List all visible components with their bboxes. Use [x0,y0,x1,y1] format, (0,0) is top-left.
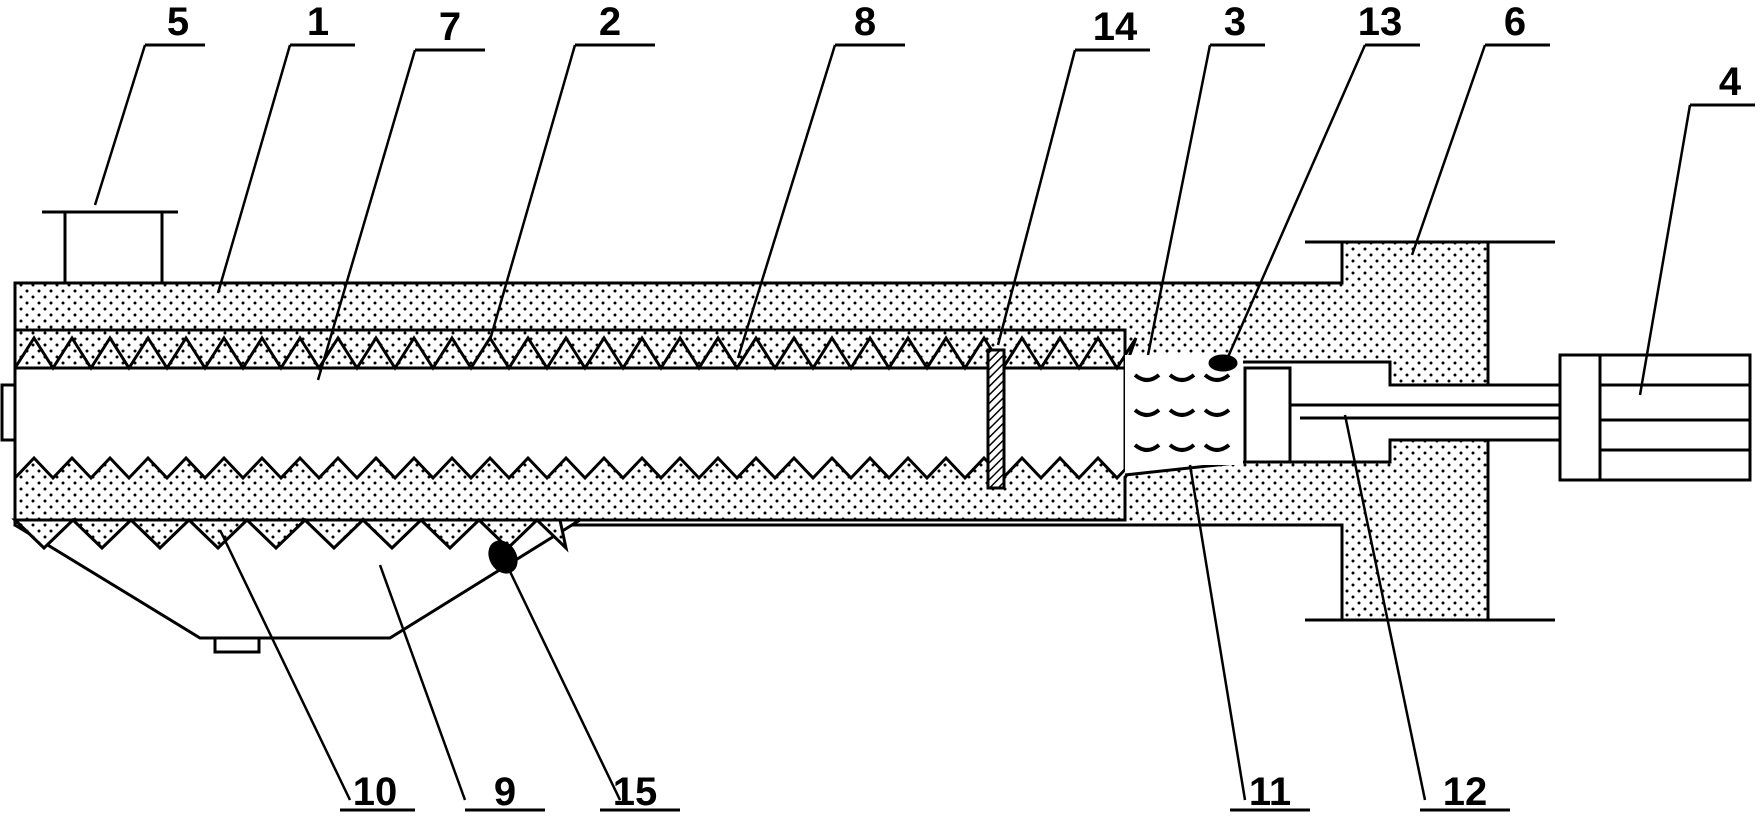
label-underlines [145,43,1755,812]
callout-5: 5 [167,0,189,44]
callout-13: 13 [1358,0,1403,44]
callout-2: 2 [599,0,621,44]
hopper-teeth [11,517,569,553]
callout-1: 1 [307,0,329,44]
spring-curves [1133,373,1231,452]
callout-6: 6 [1504,0,1526,44]
callout-3: 3 [1224,0,1246,44]
callout-10: 10 [353,770,398,814]
callout-12: 12 [1443,770,1488,814]
callout-8: 8 [854,0,876,44]
leader-lines [93,44,1692,801]
callout-7: 7 [439,5,461,49]
left-nub [0,383,17,442]
inlet-port [42,210,178,283]
actuator-body [1558,353,1752,482]
piston-head [1243,366,1292,464]
callout-14: 14 [1093,5,1138,49]
gate-14 [986,348,1006,490]
callout-11: 11 [1249,770,1291,814]
callout-4: 4 [1719,60,1742,104]
drain-nub [213,636,261,654]
callout-15: 15 [613,770,658,814]
seal-13 [1208,354,1238,372]
callout-9: 9 [494,770,516,814]
